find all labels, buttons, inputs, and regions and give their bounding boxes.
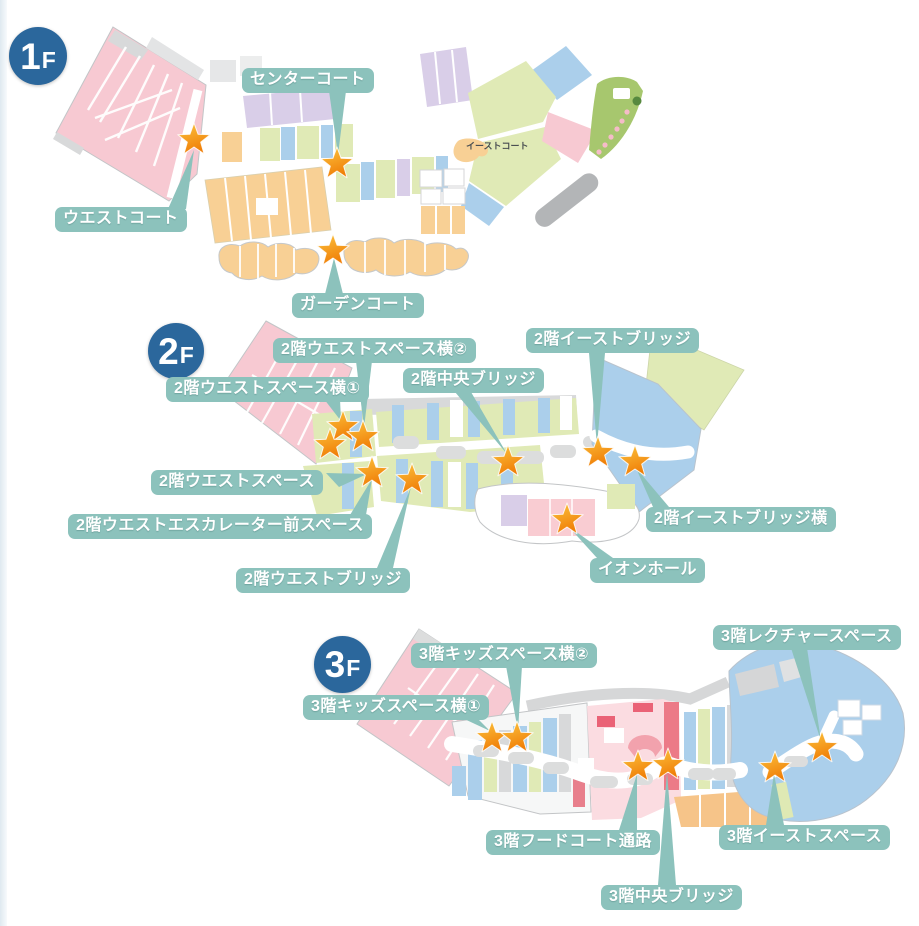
map-label-garden-court: ガーデンコート	[292, 293, 424, 318]
map-label-central-bridge: 2階中央ブリッジ	[403, 368, 544, 393]
label-pointers	[168, 91, 821, 885]
label-pointer-west-space-side1	[324, 399, 341, 421]
floor-3-badge-suffix: F	[346, 655, 361, 681]
map-label-kids-space-side1: 3階キッズスペース横①	[303, 695, 490, 720]
label-pointer-aeon-hall	[568, 526, 613, 558]
label-pointer-garden-court	[325, 258, 343, 294]
label-pointer-kids-space-side1	[460, 717, 490, 731]
1f-garden-shops-left	[218, 241, 320, 281]
label-pointer-west-escalator-space	[350, 479, 372, 515]
map-label-east-bridge: 2階イーストブリッジ	[526, 328, 700, 353]
2f-east-area	[591, 356, 702, 513]
label-pointer-east-bridge-side	[636, 468, 669, 507]
label-pointer-central-bridge	[455, 392, 507, 454]
page-edge-strip	[0, 0, 7, 926]
map-label-west-escalator-space: 2階ウエストエスカレーター前スペース	[68, 514, 372, 539]
map-label-lecture-space: 3階レクチャースペース	[713, 625, 901, 650]
floor-1-badge-suffix: F	[41, 46, 56, 73]
label-pointer-west-space	[326, 473, 367, 487]
map-label-central-bridge: 3階中央ブリッジ	[601, 885, 742, 910]
map-label-food-court-aisle: 3階フードコート通路	[486, 830, 660, 855]
floor-2-badge-number: 2	[158, 330, 179, 372]
label-pointer-lecture-space	[791, 648, 821, 741]
floor-2-badge-suffix: F	[179, 341, 194, 368]
map-label-west-bridge: 2階ウエストブリッジ	[236, 568, 410, 593]
floor-1-map	[53, 26, 643, 281]
map-label-east-space: 3階イーストスペース	[719, 825, 891, 850]
star-marker	[316, 233, 350, 266]
map-label-east-bridge-side: 2階イーストブリッジ横	[646, 507, 836, 532]
map-label-center-court: センターコート	[242, 68, 374, 93]
floor-1-badge-number: 1	[20, 35, 41, 77]
label-pointer-east-space	[766, 774, 784, 825]
label-pointer-center-court	[329, 91, 346, 155]
label-pointer-west-bridge	[377, 487, 411, 568]
label-pointer-west-court	[168, 150, 194, 209]
map-label-west-space-side1: 2階ウエストスペース横①	[166, 377, 369, 402]
1f-garden-shops-right	[343, 237, 469, 277]
label-pointer-kids-space-side2	[506, 666, 522, 731]
map-label-east-court: イーストコート	[466, 141, 529, 151]
map-label-west-space-side2: 2階ウエストスペース横②	[273, 338, 476, 363]
map-label-west-court: ウエストコート	[55, 207, 187, 232]
label-pointer-east-bridge	[589, 353, 605, 446]
map-label-west-space: 2階ウエストスペース	[151, 470, 323, 495]
floor-3-badge-number: 3	[324, 644, 346, 685]
map-label-kids-space-side2: 3階キッズスペース横②	[411, 643, 598, 668]
label-pointer-food-court-aisle	[619, 774, 637, 830]
1f-east-court-blob	[453, 138, 489, 163]
label-pointer-central-bridge	[658, 772, 676, 885]
map-label-aeon-hall: イオンホール	[590, 558, 706, 583]
